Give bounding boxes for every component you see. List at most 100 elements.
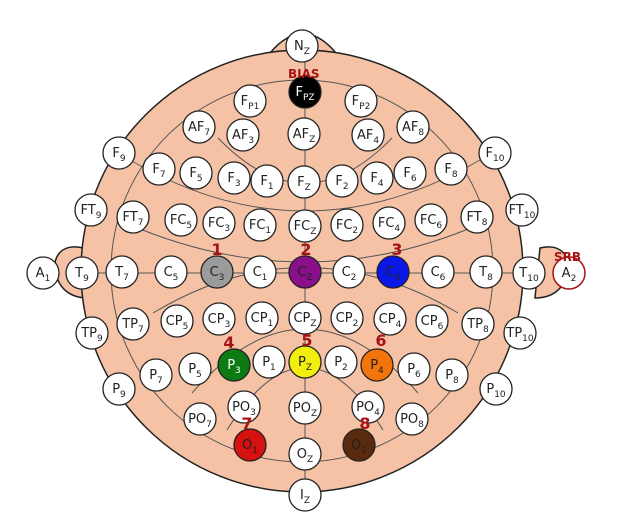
electrode-label: FC6 — [420, 213, 443, 231]
electrode-label: F2 — [335, 174, 348, 192]
electrode-circle — [435, 358, 469, 392]
electrode-fcz: FCZ — [288, 209, 322, 243]
electrode-fc2: FC2 — [330, 208, 364, 242]
electrode-label: FP2 — [352, 94, 371, 112]
electrode-cp4: CP4 — [373, 302, 407, 336]
electrode-label: POZ — [293, 401, 317, 419]
electrode-p5: P5 — [178, 352, 212, 386]
electrode-label: C3 — [210, 265, 225, 283]
electrode-circle — [75, 316, 109, 350]
electrode-circle — [200, 255, 234, 289]
electrode-o1: O17 — [233, 414, 267, 462]
electrode-cz: CZ2 — [288, 240, 322, 289]
electrode-p8: P8 — [435, 358, 469, 392]
electrode-circle — [397, 352, 431, 386]
electrode-label: TP7 — [121, 317, 144, 335]
electrode-circle — [227, 390, 261, 424]
electrode-label: FC1 — [249, 218, 271, 236]
electrode-circle — [252, 345, 286, 379]
channel-number: 5 — [301, 331, 312, 350]
electrode-circle — [512, 256, 546, 290]
electrode-label: F9 — [112, 146, 125, 164]
electrode-fpz: FPZ — [288, 75, 322, 109]
electrode-af3: AF3 — [226, 118, 260, 152]
electrode-circle — [396, 110, 430, 144]
electrode-label: FPZ — [295, 85, 314, 103]
electrode-label: FZ — [297, 175, 311, 193]
electrode-circle — [414, 203, 448, 237]
electrode-circle — [288, 301, 322, 335]
channel-number: 1 — [211, 240, 222, 259]
electrode-label: C4 — [386, 265, 401, 283]
electrode-c5: C5 — [154, 255, 188, 289]
electrode-fp1: FP1 — [233, 84, 267, 118]
electrode-t7: T7 — [105, 255, 139, 289]
electrode-circle — [74, 193, 108, 227]
electrode-afz: AFZ — [287, 117, 321, 151]
electrode-circle — [372, 206, 406, 240]
electrode-circle — [217, 161, 251, 195]
electrode-label: CP6 — [421, 314, 444, 332]
electrode-circle — [105, 255, 139, 289]
electrode-f1: F1 — [250, 164, 284, 198]
electrode-p2: P2 — [324, 345, 358, 379]
electrode-o2: O28 — [342, 414, 376, 462]
electrode-circle — [332, 255, 366, 289]
electrode-label: FC3 — [208, 216, 230, 234]
electrode-circle — [116, 200, 150, 234]
electrode-poz: POZ — [288, 391, 322, 425]
electrode-label: PO3 — [232, 400, 256, 418]
electrode-label: FT8 — [467, 210, 488, 228]
electrode-ft7: FT7 — [116, 200, 150, 234]
electrode-label: FT10 — [509, 203, 536, 221]
electrode-circle — [65, 256, 99, 290]
electrode-circle — [415, 304, 449, 338]
electrode-circle — [287, 117, 321, 151]
electrode-label: F7 — [152, 162, 165, 180]
electrode-circle — [288, 209, 322, 243]
electrode-f3: F3 — [217, 161, 251, 195]
electrode-circle — [233, 428, 267, 462]
electrode-f9: F9 — [102, 136, 136, 170]
electrode-label: CZ — [297, 265, 312, 283]
electrode-label: F3 — [227, 171, 240, 189]
electrode-p4: P46 — [360, 331, 394, 382]
electrode-po4: PO4 — [351, 390, 385, 424]
electrode-cp2: CP2 — [330, 301, 364, 335]
electrode-f8: F8 — [434, 152, 468, 186]
electrode-circle — [288, 478, 322, 512]
electrode-label: P9 — [112, 382, 126, 400]
electrode-f2: F2 — [325, 164, 359, 198]
electrode-circle — [182, 110, 216, 144]
electrode-circle — [552, 256, 586, 290]
electrode-circle — [285, 29, 319, 63]
electrode-label: P6 — [407, 362, 421, 380]
electrode-circle — [360, 348, 394, 382]
electrode-label: TP10 — [505, 326, 534, 344]
electrode-label: FP1 — [241, 94, 260, 112]
electrode-cp6: CP6 — [415, 304, 449, 338]
electrode-circle — [142, 152, 176, 186]
electrode-label: FCZ — [294, 219, 317, 237]
electrode-oz: OZ — [288, 437, 322, 471]
electrode-label: F8 — [444, 162, 457, 180]
electrode-label: A1 — [36, 266, 51, 284]
electrode-label: T7 — [114, 265, 129, 283]
electrode-circle — [434, 152, 468, 186]
electrode-circle — [116, 307, 150, 341]
electrode-label: PO7 — [188, 412, 212, 430]
electrode-circle — [164, 203, 198, 237]
electrode-c4: C43 — [376, 240, 410, 289]
channel-number: 7 — [241, 414, 252, 433]
electrode-circle — [461, 307, 495, 341]
electrode-f5: F5 — [179, 156, 213, 190]
electrode-fc5: FC5 — [164, 203, 198, 237]
electrode-label: P1 — [262, 355, 276, 373]
electrode-fc3: FC3 — [202, 206, 236, 240]
electrode-circle — [344, 84, 378, 118]
electrode-label: CPZ — [293, 311, 316, 329]
electrode-tp10: TP10 — [503, 316, 537, 350]
electrode-t8: T8 — [469, 255, 503, 289]
electrode-label: CP2 — [336, 311, 359, 329]
electrode-label: F5 — [189, 166, 202, 184]
